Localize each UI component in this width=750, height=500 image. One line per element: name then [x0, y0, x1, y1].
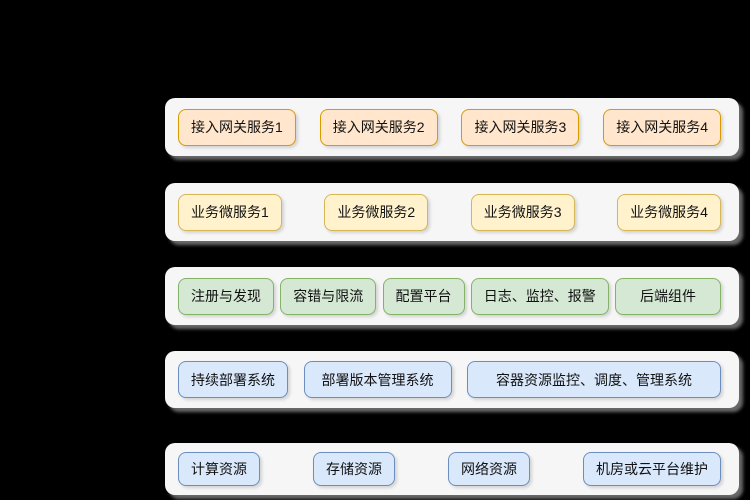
node-middleware-layer-4: 日志、监控、报警 — [470, 277, 609, 315]
layer-row-access-gateway: 接入网关服务1 接入网关服务2 接入网关服务3 接入网关服务4 — [165, 98, 739, 156]
node-business-microservice-layer-4: 业务微服务4 — [617, 193, 721, 231]
node-business-microservice-layer-2: 业务微服务2 — [324, 193, 429, 231]
layer-row-infrastructure: 计算资源 存储资源 网络资源 机房或云平台维护 — [165, 443, 739, 495]
node-deployment-layer-3: 容器资源监控、调度、管理系统 — [467, 361, 721, 398]
node-infrastructure-layer-3: 网络资源 — [448, 452, 530, 486]
node-middleware-layer-5: 后端组件 — [615, 277, 721, 315]
node-access-gateway-layer-3: 接入网关服务3 — [461, 108, 580, 146]
node-business-microservice-layer-1: 业务微服务1 — [178, 193, 282, 231]
layer-row-deployment: 持续部署系统部署版本管理系统容器资源监控、调度、管理系统 — [165, 351, 739, 408]
node-business-microservice-layer-3: 业务微服务3 — [470, 193, 575, 231]
node-access-gateway-layer-1: 接入网关服务1 — [178, 108, 296, 146]
layer-row-middleware: 注册与发现容错与限流配置平台日志、监控、报警后端组件 — [165, 267, 739, 325]
node-deployment-layer-2: 部署版本管理系统 — [303, 361, 452, 398]
node-infrastructure-layer-2: 存储资源 — [313, 452, 395, 486]
node-access-gateway-layer-4: 接入网关服务4 — [603, 108, 721, 146]
node-infrastructure-layer-1: 计算资源 — [178, 452, 260, 486]
node-deployment-layer-1: 持续部署系统 — [178, 361, 288, 398]
node-middleware-layer-2: 容错与限流 — [280, 277, 377, 315]
node-middleware-layer-1: 注册与发现 — [178, 277, 274, 315]
node-middleware-layer-3: 配置平台 — [382, 277, 465, 315]
node-infrastructure-layer-4: 机房或云平台维护 — [583, 452, 721, 486]
node-access-gateway-layer-2: 接入网关服务2 — [319, 108, 438, 146]
layer-row-business-microservice: 业务微服务1 业务微服务2 业务微服务3 业务微服务4 — [165, 183, 739, 241]
